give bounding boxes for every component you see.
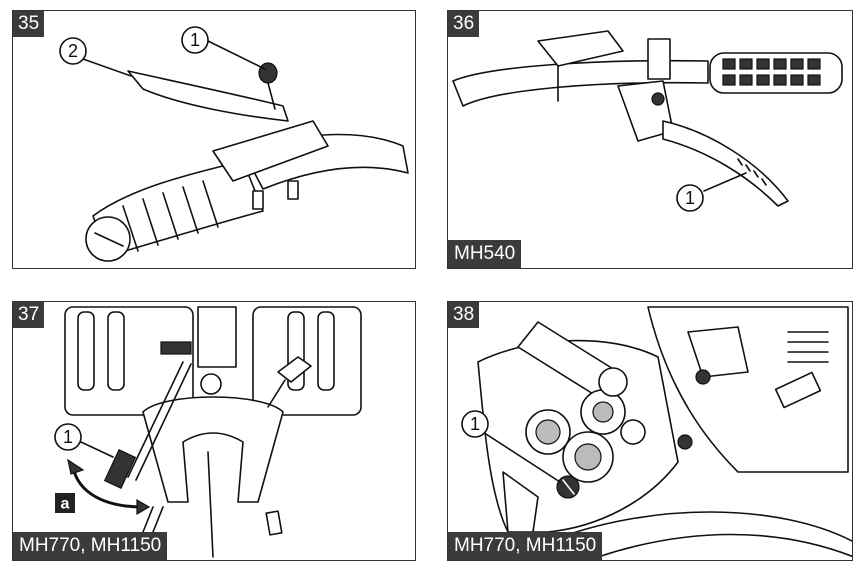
figure-36: 36 1 MH540 [447,10,853,269]
figure-number: 36 [448,11,480,37]
label-a-box [55,493,75,513]
model-label: MH770, MH1150 [448,532,603,560]
callout-2 [59,37,87,65]
figure-number: 35 [13,11,45,37]
callout-label: 1 [470,414,480,434]
callout-1 [461,410,489,438]
figure-37: 37 a [12,301,416,561]
gearbox-illustration: 1 [461,306,852,558]
figure-number: 38 [448,302,480,328]
callout-1 [676,184,704,212]
callout-label: 1 [685,188,695,208]
callout-1 [181,26,209,54]
clutch-lever-illustration: 2 1 [59,26,409,262]
brake-lever-illustration: 1 [452,30,843,212]
figure-number: 37 [13,302,45,328]
handlebar-adjust-illustration: a 1 [54,306,362,558]
callout-label: 1 [190,30,200,50]
figure-38: 38 1 MH770, MH1150 [447,301,853,561]
figure-35: 35 2 1 [12,10,416,269]
callout-a: a [61,496,70,513]
callout-1 [54,423,82,451]
callout-label: 1 [63,427,73,447]
model-label: MH540 [448,240,522,268]
callout-label: 2 [68,41,78,61]
model-label: MH770, MH1150 [13,532,168,560]
